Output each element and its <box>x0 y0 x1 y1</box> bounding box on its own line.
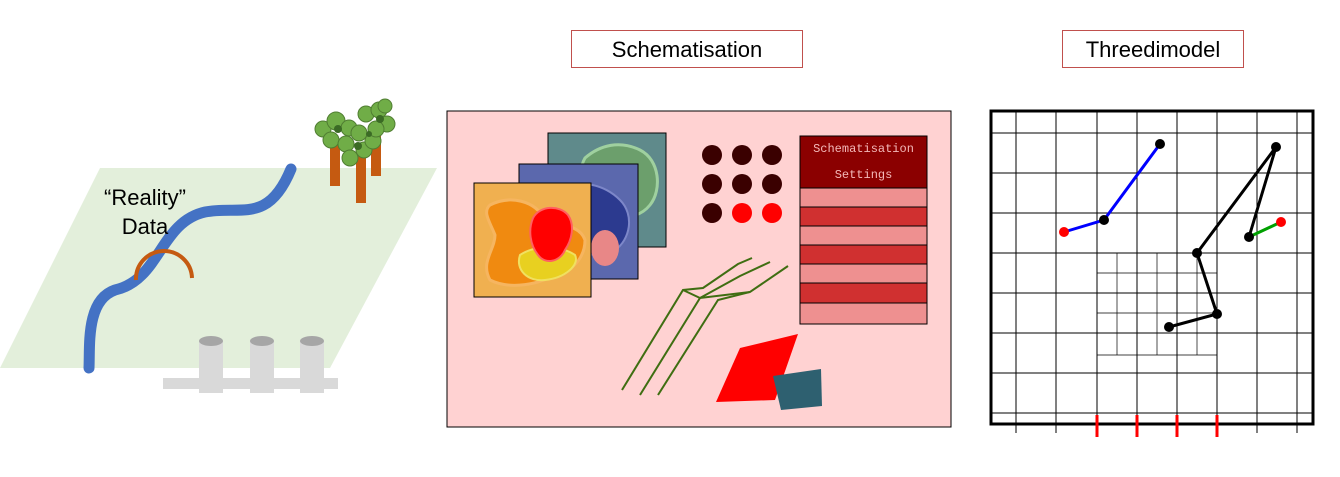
reality-panel <box>0 98 437 393</box>
pipe-structure-icon <box>163 336 338 393</box>
river-line <box>83 163 297 374</box>
channel-lines-icon <box>621 257 789 396</box>
threedimodel-panel <box>989 109 1315 437</box>
model-grid <box>991 111 1313 433</box>
schematisation-panel <box>446 110 952 428</box>
dots-grid-icon <box>702 145 782 223</box>
reality-label-line1: “Reality” <box>104 185 186 210</box>
settings-header-line1: Schematisation <box>813 142 914 156</box>
model-border <box>989 109 1315 426</box>
model-nodes <box>1059 139 1286 332</box>
raster-layers-icon <box>473 132 667 298</box>
settings-header-line2: Settings <box>834 168 893 182</box>
threedimodel-title: Threedimodel <box>1062 30 1244 68</box>
terrain-plane <box>0 168 437 368</box>
reality-label-line2: Data <box>121 214 169 239</box>
tree-icon <box>314 98 396 203</box>
reality-data-label: “Reality” Data <box>80 183 210 241</box>
polygon-teal-icon <box>773 369 822 410</box>
settings-table <box>799 135 928 325</box>
bridge-icon <box>133 249 194 281</box>
model-refined-grid <box>1097 253 1217 356</box>
settings-header: Schematisation Settings <box>800 136 927 188</box>
boundary-markers <box>1095 415 1219 437</box>
schematisation-title: Schematisation <box>571 30 803 68</box>
